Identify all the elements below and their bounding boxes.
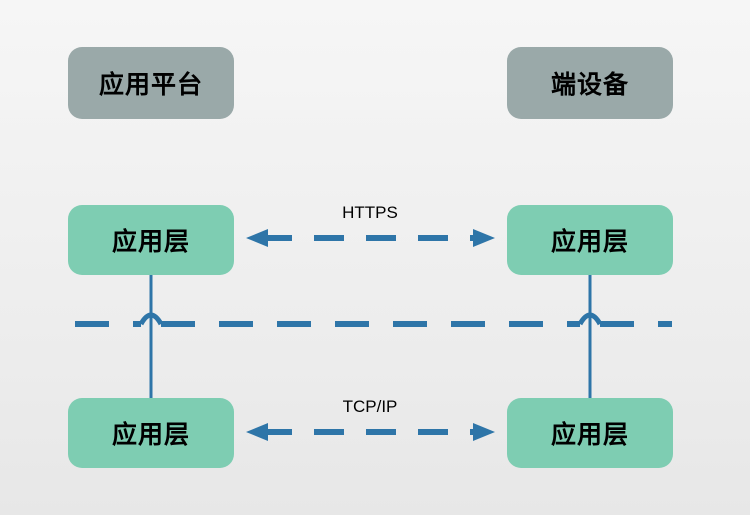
layer-box-label: 应用层 <box>111 228 190 256</box>
layer-box-device-lower[interactable]: 应用层 <box>507 398 673 468</box>
header-box-label: 应用平台 <box>98 71 203 99</box>
header-box-terminal-device[interactable]: 端设备 <box>507 47 673 119</box>
layer-box-platform-lower[interactable]: 应用层 <box>68 398 234 468</box>
tcpip-arrowhead-left <box>246 423 268 441</box>
divider-hop-arc-device <box>577 312 603 326</box>
divider-hop-arc-platform <box>138 312 164 326</box>
header-box-label: 端设备 <box>550 71 629 99</box>
tcpip-arrowhead-right <box>473 423 495 441</box>
tcpip-link-label: TCP/IP <box>342 397 398 416</box>
https-arrowhead-right <box>473 229 495 247</box>
layer-box-label: 应用层 <box>111 421 190 449</box>
https-arrowhead-left <box>246 229 268 247</box>
layer-box-device-upper[interactable]: 应用层 <box>507 205 673 275</box>
header-box-application-platform[interactable]: 应用平台 <box>68 47 234 119</box>
network-boundary-divider <box>75 312 672 327</box>
https-link-label: HTTPS <box>342 203 398 222</box>
layer-box-label: 应用层 <box>550 421 629 449</box>
tcpip-connector <box>246 423 495 441</box>
layer-box-platform-upper[interactable]: 应用层 <box>68 205 234 275</box>
https-connector <box>246 229 495 247</box>
layer-box-label: 应用层 <box>550 228 629 256</box>
